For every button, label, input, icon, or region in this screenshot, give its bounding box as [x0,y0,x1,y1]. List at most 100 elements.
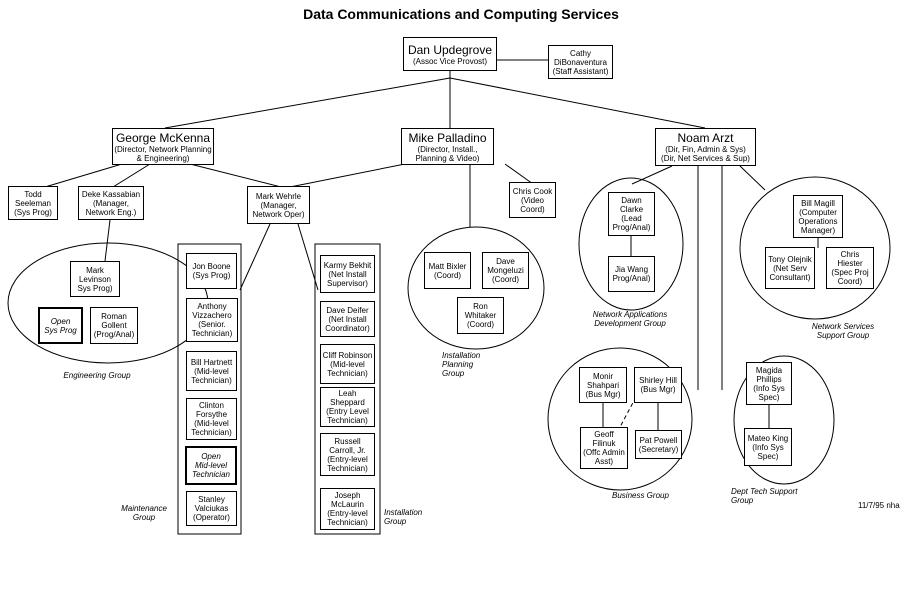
node-role: (Bus Mgr) [640,385,676,394]
node-name: Mark Levinson [78,265,112,284]
node-role: (Mid-level Technician) [327,359,368,378]
node-magida-phillips[interactable]: Magida Phillips (Info Sys Spec) [746,362,792,405]
node-name: Leah Sheppard [330,389,365,407]
node-karmy-bekhit[interactable]: Karmy Bekhit (Net Install Supervisor) [320,255,375,293]
node-noam-arzt[interactable]: Noam Arzt (Dir, Fin, Admin & Sys) (Dir, … [655,128,756,166]
node-name: Dan Updegrove [407,42,493,57]
node-chris-cook[interactable]: Chris Cook (Video Coord) [509,182,556,218]
netapps-group-outline [578,177,684,311]
node-deke-kassabian[interactable]: Deke Kassabian (Manager, Network Eng.) [78,186,144,220]
node-role: (Coord) [491,275,520,284]
node-name: Pat Powell [639,435,678,445]
node-role: (Secretary) [638,444,679,454]
netserv-group-outline [739,176,891,320]
node-name: Mateo King [747,433,789,443]
node-role: (Director, Network Planning & Engineerin… [114,144,212,163]
node-role: (Entry-level Technician) [327,454,368,473]
node-name: Todd Seeleman [14,189,52,208]
node-jia-wang[interactable]: Jia Wang Prog/Anal) [608,256,655,292]
node-role: (Bus Mgr) [585,389,621,399]
node-dave-mongeluzi[interactable]: Dave Mongeluzi (Coord) [482,252,529,289]
node-name: Open [201,452,221,461]
node-mateo-king[interactable]: Mateo King (Info Sys Spec) [744,428,792,466]
node-bill-hartnett[interactable]: Bill Hartnett (Mid-level Technician) [186,351,237,391]
node-name: Dawn Clarke [619,196,644,214]
node-geoff-filinuk[interactable]: Geoff Filinuk (Offc Admin Asst) [580,427,628,469]
node-name: Jia Wang [614,265,649,274]
node-roman-gollent[interactable]: Roman Gollent (Prog/Anal) [90,307,138,344]
node-name: Monir Shahpari [586,371,620,390]
group-label-planning: Installation Planning Group [442,351,481,378]
node-role: (Net Serv Consultant) [769,263,811,282]
node-tony-olejnik[interactable]: Tony Olejnik (Net Serv Consultant) [765,247,815,289]
node-mike-palladino[interactable]: Mike Palladino (Director, Install., Plan… [401,128,494,165]
node-leah-sheppard[interactable]: Leah Sheppard (Entry Level Technician) [320,387,375,427]
node-dawn-clarke[interactable]: Dawn Clarke (Lead Prog/Anal) [608,192,655,236]
node-role: (Manager, Network Eng.) [85,198,137,217]
node-name: Joseph McLaurin [331,491,364,509]
date-note: 11/7/95 nha [858,501,900,510]
node-role: (Offc Admin Asst) [583,448,625,466]
node-role: (Net Install Coordinator) [325,314,370,333]
node-chris-hiester[interactable]: Chris Hiester (Spec Proj Coord) [826,247,874,289]
node-name: George McKenna [115,130,211,145]
node-dave-deifer[interactable]: Dave Deifer (Net Install Coordinator) [320,301,375,337]
node-joseph-mclaurin[interactable]: Joseph McLaurin (Entry-level Technician) [320,488,375,530]
node-mark-levinson[interactable]: Mark Levinson Sys Prog) [70,261,120,297]
node-bill-magill[interactable]: Bill Magill (Computer Operations Manager… [793,195,843,238]
node-stanley-valciukas[interactable]: Stanley Valciukas (Operator) [186,491,237,526]
node-role: (Sys Prog) [192,271,231,280]
node-name: Bill Hartnett [190,357,233,367]
node-role: Sys Prog [44,325,77,335]
node-role: (Net Install Supervisor) [327,269,368,288]
group-label-installation: Installation Group [384,508,423,526]
node-name: Deke Kassabian [81,189,141,199]
node-name: Karmy Bekhit [323,260,372,270]
node-matt-bixler[interactable]: Matt Bixler (Coord) [424,252,471,289]
node-todd-seeleman[interactable]: Todd Seeleman (Sys Prog) [8,186,58,220]
node-name: Matt Bixler [428,261,467,271]
node-open-mid-level-technician[interactable]: Open Mid-level Technician [185,446,237,485]
group-label-depttech: Dept Tech Support Group [731,487,798,505]
node-ron-whitaker[interactable]: Ron Whitaker (Coord) [457,297,504,334]
node-cathy-dibonaventura[interactable]: Cathy DiBonaventura (Staff Assistant) [548,45,613,79]
node-name: Chris Hiester [837,250,863,268]
planning-group-outline [407,226,545,350]
node-name: Cliff Robinson [322,350,373,360]
node-role: (Assoc Vice Provost) [412,56,488,66]
node-name: Mike Palladino [408,130,487,145]
node-name: Roman Gollent [101,312,127,330]
node-jon-boone[interactable]: Jon Boone (Sys Prog) [186,253,237,289]
node-name: Shirley Hill [639,376,677,385]
node-shirley-hill[interactable]: Shirley Hill (Bus Mgr) [634,367,682,403]
node-name: Mark Wehrle [255,191,302,201]
node-name: Bill Magill [801,198,835,208]
node-role: (Mid-level Technician) [191,419,232,437]
node-mark-wehrle[interactable]: Mark Wehrle (Manager, Network Oper) [247,186,310,224]
node-name: Ron Whitaker [464,302,497,320]
node-role: Prog/Anal) [612,274,651,283]
node-role: (Senior. Technician) [191,320,233,338]
node-name: Dave Deifer [326,305,369,315]
node-dan-updegrove[interactable]: Dan Updegrove (Assoc Vice Provost) [403,37,497,71]
group-label-engineering: Engineering Group [63,371,131,380]
node-pat-powell[interactable]: Pat Powell (Secretary) [635,430,682,459]
node-role: (Lead Prog/Anal) [612,214,651,232]
node-george-mckenna[interactable]: George McKenna (Director, Network Planni… [112,128,214,165]
node-cliff-robinson[interactable]: Cliff Robinson (Mid-level Technician) [320,344,375,384]
node-name: Dave Mongeluzi [487,257,524,275]
node-clinton-forsythe[interactable]: Clinton Forsythe (Mid-level Technician) [186,398,237,440]
node-monir-shahpari[interactable]: Monir Shahpari (Bus Mgr) [579,367,627,403]
node-role: (Coord) [433,270,462,280]
node-name: Cathy DiBonaventura [554,48,607,67]
node-name: Noam Arzt [677,131,734,145]
node-name: Clinton Forsythe [195,401,228,419]
node-name: Geoff Filinuk [592,430,616,448]
node-name: Anthony Vizzachero [192,302,232,320]
node-anthony-vizzachero[interactable]: Anthony Vizzachero (Senior. Technician) [186,298,238,342]
node-russell-carroll[interactable]: Russell Carroll, Jr. (Entry-level Techni… [320,433,375,476]
node-open-sys-prog[interactable]: Open Sys Prog [38,307,83,344]
group-label-maintenance: Maintenance Group [121,504,167,522]
node-role: (Entry-level Technician) [327,509,368,527]
